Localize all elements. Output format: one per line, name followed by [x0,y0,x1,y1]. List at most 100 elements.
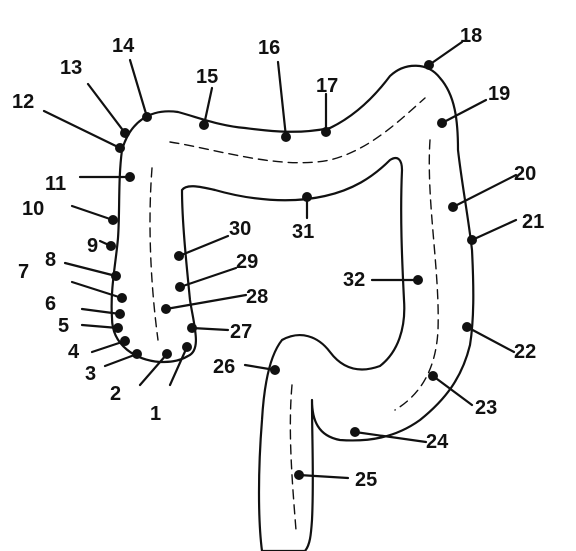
leader-line [168,345,189,387]
marker-17: 17 [316,75,338,137]
marker-label: 29 [236,251,258,273]
marker-16: 16 [258,37,291,142]
marker-3: 3 [85,349,142,385]
marker-label: 19 [488,83,510,105]
leader-line [70,280,124,300]
leader-line [190,326,230,332]
leader-line [80,307,122,316]
marker-dot [132,349,142,359]
leader-line [103,352,139,368]
leader-line [465,325,516,354]
marker-32: 32 [343,269,423,291]
leader-line [80,323,120,330]
marker-dot [174,251,184,261]
marker-dot [448,202,458,212]
marker-6: 6 [45,293,125,319]
leader-line [70,204,115,222]
leader-line [86,82,127,135]
marker-label: 22 [514,341,536,363]
marker-dot [467,235,477,245]
marker-dot [117,293,127,303]
leader-line [128,58,149,119]
marker-7: 7 [18,261,127,303]
leader-line [138,352,169,387]
marker-10: 10 [22,198,118,225]
marker-dot [120,128,130,138]
marker-14: 14 [112,35,152,122]
marker-11: 11 [45,172,135,195]
marker-15: 15 [196,66,218,130]
marker-label: 2 [110,383,121,405]
marker-dot [115,309,125,319]
marker-30: 30 [174,218,251,261]
inner-line-sigmoid [289,384,297,531]
marker-13: 13 [60,57,130,138]
marker-label: 30 [229,218,251,240]
marker-28: 28 [161,286,268,314]
marker-label: 14 [112,35,135,57]
marker-dot [125,172,135,182]
marker-23: 23 [428,371,497,419]
marker-29: 29 [175,251,258,292]
marker-label: 24 [426,431,449,453]
marker-dot [175,282,185,292]
leader-line [243,363,277,372]
leader-line [63,261,118,278]
marker-label: 31 [292,221,314,243]
marker-26: 26 [213,356,280,378]
leader-line [90,339,127,354]
leader-line [178,266,238,289]
marker-dot [111,271,121,281]
marker-22: 22 [462,322,536,363]
marker-25: 25 [294,469,377,491]
leader-line [451,173,518,209]
marker-4: 4 [68,336,130,363]
marker-21: 21 [467,211,544,245]
inner-line-ascending [149,167,159,341]
marker-dot [281,132,291,142]
inner-line-descending [394,139,439,411]
marker-dot [120,336,130,346]
marker-31: 31 [292,192,314,243]
leader-line [440,98,488,125]
marker-label: 12 [12,91,34,113]
marker-dot [270,365,280,375]
marker-label: 32 [343,269,365,291]
marker-9: 9 [87,235,116,257]
marker-5: 5 [58,315,123,337]
marker-2: 2 [110,349,172,405]
marker-dot [161,304,171,314]
marker-12: 12 [12,91,125,153]
marker-label: 10 [22,198,44,220]
marker-8: 8 [45,249,121,281]
marker-label: 11 [45,173,66,195]
marker-label: 23 [475,397,497,419]
marker-dot [108,215,118,225]
marker-label: 16 [258,37,280,59]
marker-dot [462,322,472,332]
marker-label: 1 [150,403,161,425]
leader-line [353,430,428,444]
marker-20: 20 [448,163,536,212]
leader-line [276,60,288,139]
marker-label: 27 [230,321,252,343]
marker-dot [424,60,434,70]
marker-label: 28 [246,286,268,308]
marker-dot [437,118,447,128]
leader-line [164,293,248,311]
marker-dot [115,143,125,153]
marker-dot [413,275,423,285]
marker-19: 19 [437,83,510,128]
marker-dot [182,342,192,352]
marker-dot [428,371,438,381]
marker-dot [113,323,123,333]
marker-label: 18 [460,25,482,47]
leader-line [42,109,122,150]
marker-dot [321,127,331,137]
marker-label: 17 [316,75,338,97]
marker-dot [106,241,116,251]
marker-dot [187,323,197,333]
marker-label: 13 [60,57,82,79]
inner-line-transverse [169,97,426,164]
